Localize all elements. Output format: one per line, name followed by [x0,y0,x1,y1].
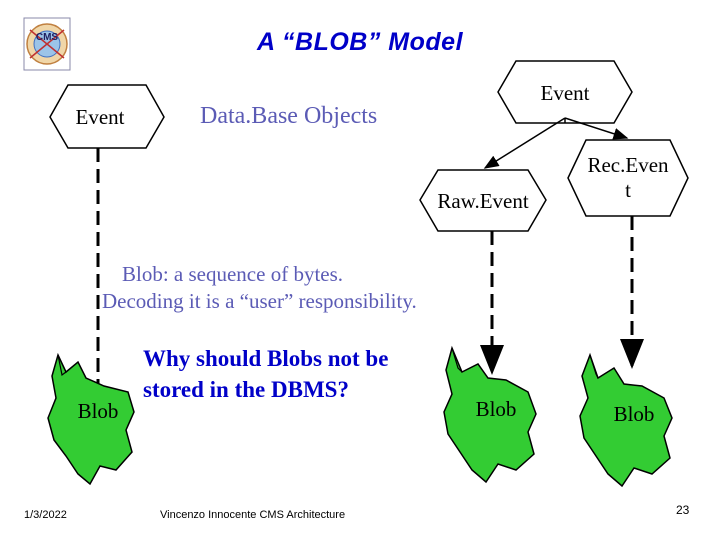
rec-event-label-1: Rec.Even [587,153,669,177]
slide-title: A “BLOB” Model [256,28,464,56]
footer-author: Vincenzo Innocente CMS Architecture [160,509,346,521]
question-line-2: stored in the DBMS? [143,377,349,402]
page-number: 23 [676,503,690,517]
blob-shape-1 [47,352,135,486]
event-top-label: Event [541,81,590,105]
blob-label-2: Blob [476,397,517,421]
blob-shape-3 [579,352,673,488]
logo-text: CMS [36,32,59,43]
blob-label-3: Blob [614,402,655,426]
event-left-label: Event [76,105,125,129]
blob-dbms-question: Why should Blobs not be stored in the DB… [143,343,388,405]
event-to-children-arrows [483,117,629,169]
raw-event-node [419,169,547,232]
blob-definition-note: Blob: a sequence of bytes. [122,262,344,286]
blob-reference-lines [96,148,644,402]
blob-shape-2 [443,345,537,484]
cms-logo-icon: CMS [23,17,71,71]
footer-date: 1/3/2022 [24,509,67,521]
question-line-1: Why should Blobs not be [143,346,389,371]
rec-event-label-2: t [625,178,631,202]
raw-event-label: Raw.Event [437,189,529,213]
event-top-node [497,60,633,124]
decoding-responsibility-note: Decoding it is a “user” responsibility. [102,289,417,313]
event-left-node [49,84,165,149]
blob-label-1: Blob [78,399,119,423]
rec-event-node [567,139,689,217]
database-objects-label: Data.Base Objects [200,103,378,129]
